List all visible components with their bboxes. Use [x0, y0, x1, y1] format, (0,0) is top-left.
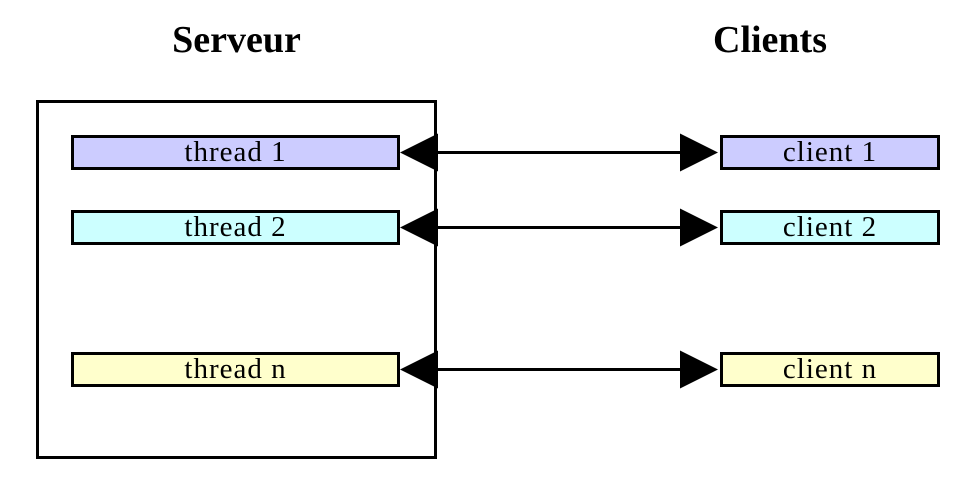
thread-2-box: thread 2: [71, 210, 400, 245]
client-2-box: client 2: [720, 210, 940, 245]
client-1-box: client 1: [720, 135, 940, 170]
server-box: [36, 100, 437, 459]
thread-1-box: thread 1: [71, 135, 400, 170]
clients-title: Clients: [713, 19, 827, 61]
double-arrow-row-2: [400, 208, 718, 247]
client-n-box: client n: [720, 352, 940, 387]
thread-n-box: thread n: [71, 352, 400, 387]
double-arrow-row-n: [400, 350, 718, 389]
server-title: Serveur: [172, 19, 301, 61]
double-arrow-row-1: [400, 133, 718, 172]
